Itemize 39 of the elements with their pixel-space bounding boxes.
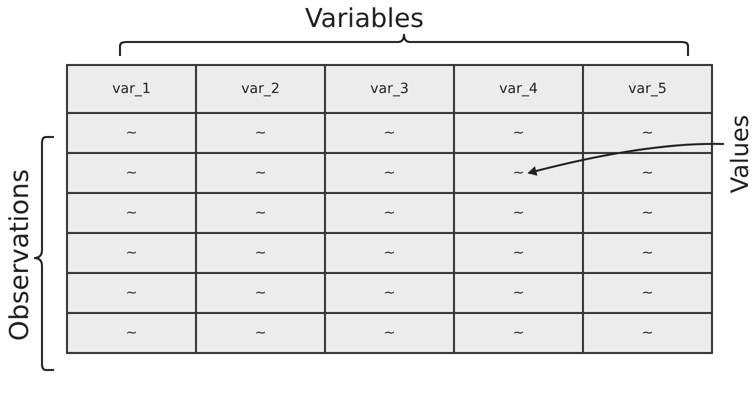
- table-cell: ~: [67, 113, 196, 153]
- table-cell: ~: [454, 153, 583, 193]
- table-cell: ~: [196, 113, 325, 153]
- table-cell: ~: [583, 113, 712, 153]
- callout-text: Values: [726, 104, 754, 204]
- table-cell: ~: [583, 193, 712, 233]
- axis-heading: Observations: [5, 168, 35, 343]
- table-cell: ~: [583, 153, 712, 193]
- header-cell: var_5: [583, 65, 712, 113]
- table-cell: ~: [196, 273, 325, 313]
- table-cell: ~: [325, 193, 454, 233]
- table-cell: ~: [583, 233, 712, 273]
- table-cell: ~: [67, 233, 196, 273]
- table-cell: ~: [196, 153, 325, 193]
- table-cell: ~: [67, 313, 196, 353]
- table-cell: ~: [454, 273, 583, 313]
- table-cell: ~: [196, 313, 325, 353]
- header-cell: var_1: [67, 65, 196, 113]
- table-cell: ~: [454, 233, 583, 273]
- table-cell: ~: [67, 273, 196, 313]
- header-cell: var_2: [196, 65, 325, 113]
- table-cell: ~: [583, 273, 712, 313]
- table-cell: ~: [67, 193, 196, 233]
- table-cell: ~: [454, 193, 583, 233]
- axis-heading: Variables: [305, 4, 424, 34]
- table-cell: ~: [325, 113, 454, 153]
- table-cell: ~: [67, 153, 196, 193]
- header-cell: var_3: [325, 65, 454, 113]
- table-cell: ~: [325, 273, 454, 313]
- table-cell: ~: [325, 233, 454, 273]
- table-cell: ~: [454, 113, 583, 153]
- table-cell: ~: [196, 233, 325, 273]
- table-cell: ~: [325, 153, 454, 193]
- leader-arrow: [528, 142, 724, 176]
- table-cell: ~: [196, 193, 325, 233]
- header-cell: var_4: [454, 65, 583, 113]
- table-cell: ~: [583, 313, 712, 353]
- table-cell: ~: [325, 313, 454, 353]
- table-cell: ~: [454, 313, 583, 353]
